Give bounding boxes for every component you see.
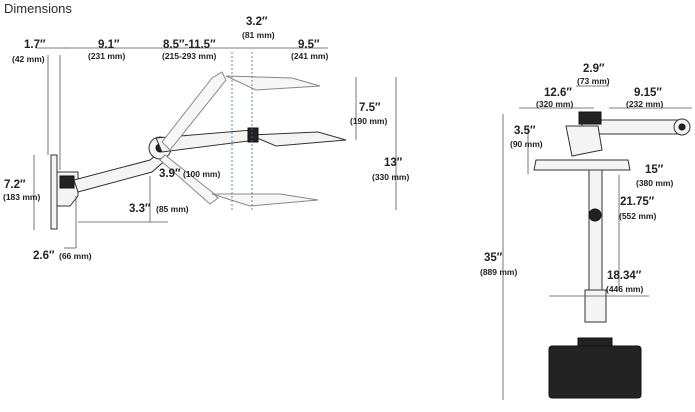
arm-label-4-in: 3.2″ (246, 16, 268, 28)
lower-arm-lowered (159, 154, 219, 205)
side-label-6-mm: (552 mm) (619, 211, 656, 221)
side-label-2-in: 12.6″ (544, 87, 572, 99)
arm-label-10-mm: (85 mm) (156, 204, 189, 214)
arm-label-6-in: 7.5″ (359, 102, 381, 114)
side-label-1-in: 2.9″ (583, 63, 605, 75)
side-tilt-bracket (565, 125, 603, 157)
keyboard-tray-mid (249, 131, 347, 147)
wall-mount-arm-drawing: 1.7″ (42 mm) 9.1″ (231 mm) 8.5″-11.5″ (2… (3, 16, 409, 262)
arm-label-9-in: 3.9″ (159, 168, 181, 180)
arm-label-2-mm: (231 mm) (88, 51, 125, 61)
side-monitor (548, 345, 642, 399)
upper-arm-raised (161, 71, 227, 151)
side-label-6-in: 21.75″ (620, 196, 655, 208)
side-lower-joint (584, 289, 607, 323)
side-label-4-in: 3.5″ (514, 125, 536, 137)
arm-label-10-in: 3.3″ (129, 203, 151, 215)
arm-label-8-mm: (183 mm) (3, 192, 40, 202)
arm-label-5-in: 9.5″ (298, 39, 320, 51)
side-label-3-in: 9.15″ (634, 87, 662, 99)
arm-label-4-mm: (81 mm) (242, 30, 275, 40)
wall-plate (50, 154, 58, 230)
arm-label-7-in: 13″ (384, 157, 403, 169)
arm-label-2-in: 9.1″ (98, 39, 120, 51)
side-label-2-mm: (320 mm) (536, 99, 573, 109)
arm-label-3-in: 8.5″-11.5″ (163, 39, 216, 51)
keyboard-tray-raised (225, 75, 321, 91)
page-title: Dimensions (4, 1, 72, 16)
arm-label-11-mm: (66 mm) (59, 251, 92, 261)
arm-label-11-in: 2.6″ (33, 250, 55, 262)
side-view-drawing: 2.9″ (73 mm) 12.6″ (320 mm) 9.15″ (232 m… (480, 63, 692, 400)
side-label-5-in: 15″ (645, 164, 664, 176)
arm-label-7-mm: (330 mm) (372, 172, 409, 182)
side-vertical-pole (588, 169, 603, 291)
side-label-7-in: 35″ (484, 252, 503, 264)
arm-label-9-mm: (100 mm) (183, 169, 220, 179)
side-label-3-mm: (232 mm) (626, 99, 663, 109)
side-label-4-mm: (90 mm) (510, 139, 543, 149)
side-label-1-mm: (73 mm) (577, 76, 610, 86)
side-label-8-in: 18.34″ (607, 270, 642, 282)
side-label-7-mm: (889 mm) (480, 267, 517, 277)
arm-label-5-mm: (241 mm) (291, 51, 328, 61)
side-label-8-mm: (446 mm) (606, 284, 643, 294)
arm-label-3-mm: (215-293 mm) (162, 51, 217, 61)
arm-label-8-in: 7.2″ (4, 179, 26, 191)
keyboard-tray-lowered (211, 193, 319, 207)
side-label-5-mm: (380 mm) (636, 178, 673, 188)
side-keyboard-tray (533, 159, 631, 171)
arm-label-1-mm: (42 mm) (12, 54, 45, 64)
arm-label-1-in: 1.7″ (24, 39, 46, 51)
arm-label-6-mm: (190 mm) (350, 116, 387, 126)
bracket-clamp (59, 175, 75, 189)
